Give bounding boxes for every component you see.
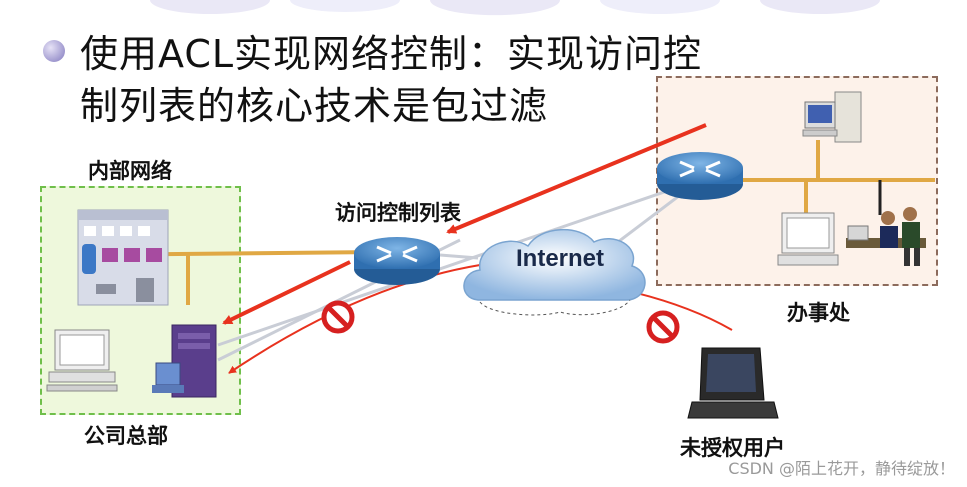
slide-title: 使用ACL实现网络控制：实现访问控 制列表的核心技术是包过滤: [80, 28, 800, 132]
title-line-2: 制列表的核心技术是包过滤: [80, 84, 549, 128]
title-line-1: 使用ACL实现网络控制：实现访问控: [80, 32, 703, 76]
arrow-acl-to-hq: [222, 260, 351, 325]
acl-label: 访问控制列表: [335, 200, 461, 225]
watermark: CSDN @陌上花开，静待绽放！: [728, 459, 955, 478]
blocked-path-hq: [228, 264, 481, 374]
desktop-pc-icon: [777, 212, 839, 266]
server-tower-icon: [152, 324, 217, 398]
bullet-icon: [43, 40, 65, 62]
blocked-icon: [646, 310, 680, 344]
office-label: 办事处: [787, 300, 850, 325]
internet-label: Internet: [516, 245, 604, 272]
arrow-office-to-acl: [446, 123, 707, 234]
top-decoration: [150, 0, 880, 16]
blocked-icon: [321, 300, 355, 334]
router-icon: [354, 237, 440, 285]
laptop-icon: [687, 347, 779, 419]
people-icon: [846, 207, 926, 266]
grey-flow-1: [217, 176, 706, 347]
unauthorized-user-label: 未授权用户: [680, 435, 785, 460]
desktop-pc-icon: [46, 329, 118, 392]
building-icon: [77, 209, 169, 306]
internal-network-label: 内部网络: [88, 158, 172, 183]
router-icon: [657, 152, 743, 200]
cloud-icon: Internet: [463, 229, 646, 316]
headquarters-label: 公司总部: [84, 423, 168, 448]
server-tower-icon: [802, 91, 862, 143]
